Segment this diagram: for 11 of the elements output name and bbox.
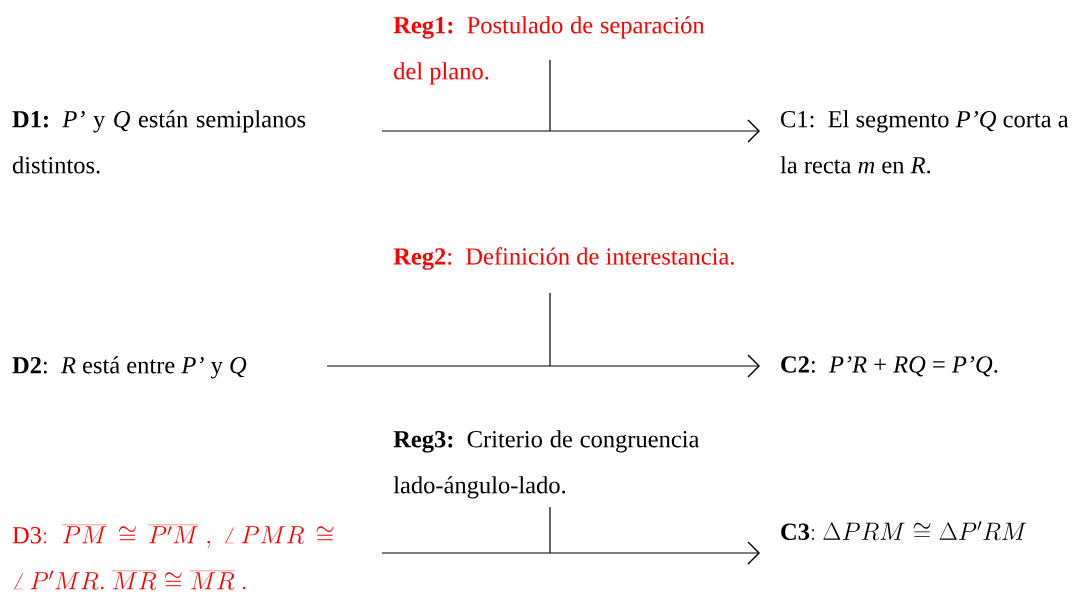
statement-text: D1: P’ y Q están semiplanos distintos. <box>12 110 306 174</box>
edge-label: Reg1: Postulado de separación del plano. <box>393 16 705 85</box>
statement-text: D2: R está entre P’ y Q <box>12 356 247 379</box>
arrow <box>381 59 760 143</box>
formula-text: $\mathbf{C3{:}}\ \Delta PRM \cong \Delta P'RM$ <box>781 521 1027 541</box>
statement-text: C2: P’R + RQ = P’Q. <box>781 356 998 377</box>
arrow <box>381 506 760 565</box>
edge-label: Reg3: Criterio de congruencia lado-ángulo-lado. <box>393 430 700 499</box>
edge-label: Reg2: Definición de interestancia. <box>393 247 734 270</box>
arrow <box>326 292 760 378</box>
formula-text: $\mathrm{D3{:}}\ \ \overline{PM} \cong \overline{P'M}\ ,\allowbreak\ \angle\, PMR \cong\ \angle\, P'MR.\ \overline{MR} \cong \overline{MR}\ .$ <box>12 524 334 590</box>
